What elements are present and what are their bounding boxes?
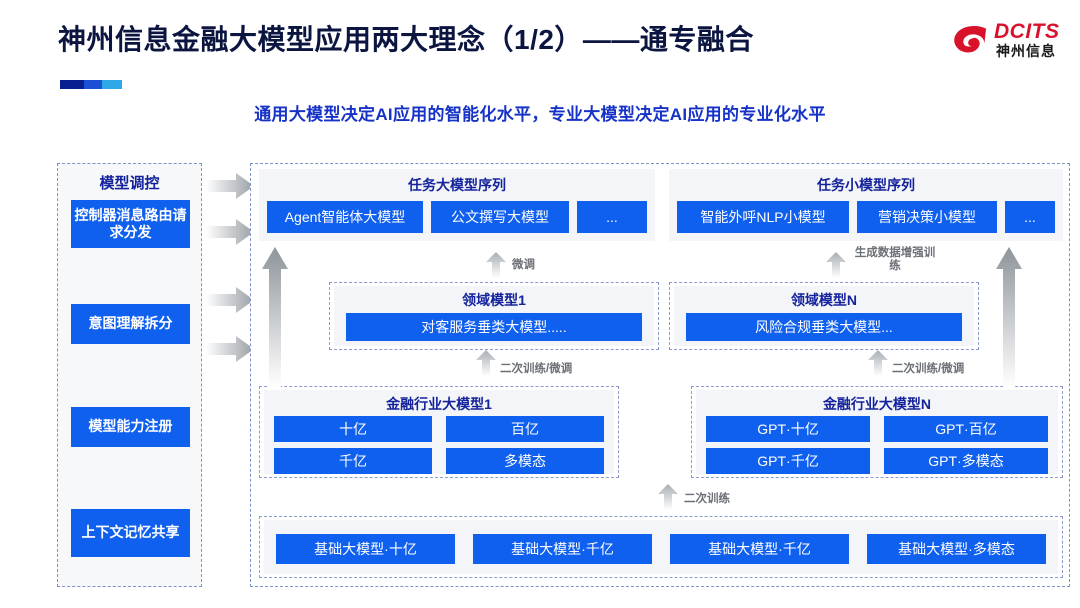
domain-model-1-inner: 领域模型1 对客服务垂类大模型..... [334, 286, 654, 346]
control-panel-title: 模型调控 [99, 175, 160, 192]
industry-model-1-card: 金融行业大模型1 十亿 百亿 千亿 多模态 [259, 386, 619, 478]
flow-label-base-retrain: 二次训练 [684, 493, 730, 505]
arrow-up-icon-large-left [262, 247, 288, 387]
arrow-right-icon-4 [206, 336, 254, 362]
task-large-model-1[interactable]: 公文撰写大模型 [431, 201, 569, 233]
industry-model-n-inner: 金融行业大模型N GPT·十亿 GPT·百亿 GPT·千亿 GPT·多模态 [696, 390, 1058, 474]
accent-segment-1 [60, 80, 84, 89]
domain-model-n-card: 领域模型N 风险合规垂类大模型... [669, 282, 979, 350]
accent-segment-3 [102, 80, 122, 89]
base-model-3[interactable]: 基础大模型·多模态 [867, 534, 1046, 564]
task-small-model-sequence-title: 任务小模型序列 [817, 177, 915, 193]
base-model-0[interactable]: 基础大模型·十亿 [276, 534, 455, 564]
control-item-router[interactable]: 控制器消息路由请求分发 [71, 200, 190, 248]
domain-model-n-title: 领域模型N [790, 292, 858, 308]
arrow-up-icon-base-retrain [658, 484, 678, 510]
dcits-logo: DCITS 神州信息 [952, 20, 1072, 70]
arrow-right-icon-1 [206, 173, 254, 199]
flow-label-finetune: 微调 [512, 259, 535, 271]
domain-model-1-title: 领域模型1 [462, 292, 526, 308]
task-small-model-0[interactable]: 智能外呼NLP小模型 [677, 201, 849, 233]
domain-model-n-item[interactable]: 风险合规垂类大模型... [686, 313, 962, 341]
arrow-up-icon-gen-data [826, 252, 846, 278]
industry-model-1-cell-1[interactable]: 百亿 [446, 416, 604, 442]
task-large-model-0[interactable]: Agent智能体大模型 [267, 201, 423, 233]
industry-model-n-cell-2[interactable]: GPT·千亿 [706, 448, 870, 474]
industry-model-n-cell-1[interactable]: GPT·百亿 [884, 416, 1048, 442]
arrow-up-icon-large-right [996, 247, 1022, 387]
industry-model-1-title: 金融行业大模型1 [386, 396, 492, 412]
accent-segment-2 [84, 80, 102, 89]
control-item-registry[interactable]: 模型能力注册 [71, 407, 190, 447]
arrow-up-icon-finetune [486, 252, 506, 278]
arrow-right-icon-2 [206, 219, 254, 245]
industry-model-n-grid: GPT·十亿 GPT·百亿 GPT·千亿 GPT·多模态 [706, 416, 1048, 474]
architecture-frame: 任务大模型序列 Agent智能体大模型 公文撰写大模型 ... 任务小模型序列 … [250, 163, 1070, 587]
task-small-model-sequence-card: 任务小模型序列 智能外呼NLP小模型 营销决策小模型 ... [669, 169, 1063, 241]
flow-label-retrain-left: 二次训练/微调 [500, 363, 573, 375]
title-accent-bar [60, 80, 122, 89]
task-large-model-sequence-card: 任务大模型序列 Agent智能体大模型 公文撰写大模型 ... [259, 169, 655, 241]
industry-model-1-grid: 十亿 百亿 千亿 多模态 [274, 416, 604, 474]
industry-model-n-cell-0[interactable]: GPT·十亿 [706, 416, 870, 442]
task-small-model-more[interactable]: ... [1005, 201, 1055, 233]
industry-model-1-cell-0[interactable]: 十亿 [274, 416, 432, 442]
task-large-model-more[interactable]: ... [577, 201, 647, 233]
domain-model-n-inner: 领域模型N 风险合规垂类大模型... [674, 286, 974, 346]
control-item-memory[interactable]: 上下文记忆共享 [71, 509, 190, 557]
control-item-intent[interactable]: 意图理解拆分 [71, 304, 190, 344]
domain-model-1-item[interactable]: 对客服务垂类大模型..... [346, 313, 642, 341]
arrow-right-icon-3 [206, 287, 254, 313]
industry-model-1-cell-2[interactable]: 千亿 [274, 448, 432, 474]
flow-label-retrain-right: 二次训练/微调 [892, 363, 965, 375]
page-title: 神州信息金融大模型应用两大理念（1/2）——通专融合 [58, 24, 754, 55]
base-model-card: 基础大模型·十亿 基础大模型·千亿 基础大模型·千亿 基础大模型·多模态 [259, 516, 1063, 578]
page-subtitle: 通用大模型决定AI应用的智能化水平，专业大模型决定AI应用的专业化水平 [254, 105, 826, 124]
base-model-1[interactable]: 基础大模型·千亿 [473, 534, 652, 564]
logo-wordmark: DCITS [994, 20, 1060, 43]
control-panel: 模型调控 控制器消息路由请求分发 意图理解拆分 模型能力注册 上下文记忆共享 [57, 163, 202, 587]
base-model-2[interactable]: 基础大模型·千亿 [670, 534, 849, 564]
base-model-inner: 基础大模型·十亿 基础大模型·千亿 基础大模型·千亿 基础大模型·多模态 [264, 520, 1058, 574]
arrow-up-icon-retrain-left [476, 350, 496, 376]
task-small-model-1[interactable]: 营销决策小模型 [857, 201, 997, 233]
industry-model-n-card: 金融行业大模型N GPT·十亿 GPT·百亿 GPT·千亿 GPT·多模态 [691, 386, 1063, 478]
dcits-logo-mark-icon [954, 25, 987, 53]
flow-label-gen-data-aug: 生成数据增强训练 [854, 247, 936, 273]
base-model-row: 基础大模型·十亿 基础大模型·千亿 基础大模型·千亿 基础大模型·多模态 [276, 534, 1046, 564]
arrow-up-icon-retrain-right [868, 350, 888, 376]
industry-model-1-inner: 金融行业大模型1 十亿 百亿 千亿 多模态 [264, 390, 614, 474]
industry-model-n-cell-3[interactable]: GPT·多模态 [884, 448, 1048, 474]
logo-subtext: 神州信息 [996, 43, 1056, 59]
industry-model-n-title: 金融行业大模型N [822, 396, 932, 412]
industry-model-1-cell-3[interactable]: 多模态 [446, 448, 604, 474]
domain-model-1-card: 领域模型1 对客服务垂类大模型..... [329, 282, 659, 350]
task-large-model-sequence-title: 任务大模型序列 [408, 177, 506, 193]
